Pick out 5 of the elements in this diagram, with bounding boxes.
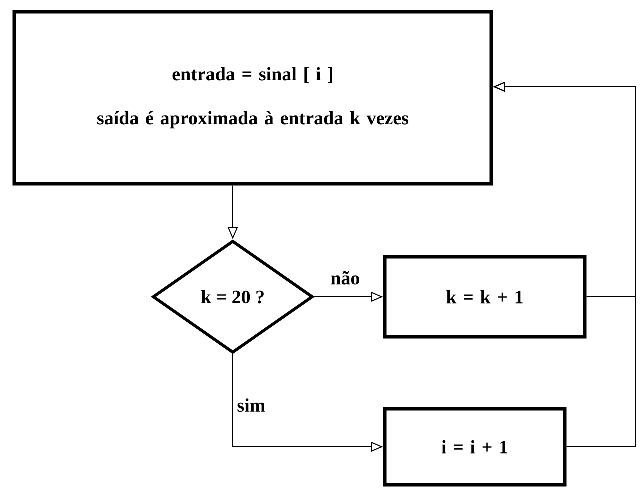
- process-box: k = k + 1: [383, 255, 587, 339]
- process-box: i = i + 1: [383, 407, 567, 487]
- edge-label: sim: [238, 398, 266, 412]
- process-box: entrada = sinal [ i ] saída é aproximada à entrada k vezes: [12, 10, 494, 186]
- edge-label: não: [331, 271, 360, 285]
